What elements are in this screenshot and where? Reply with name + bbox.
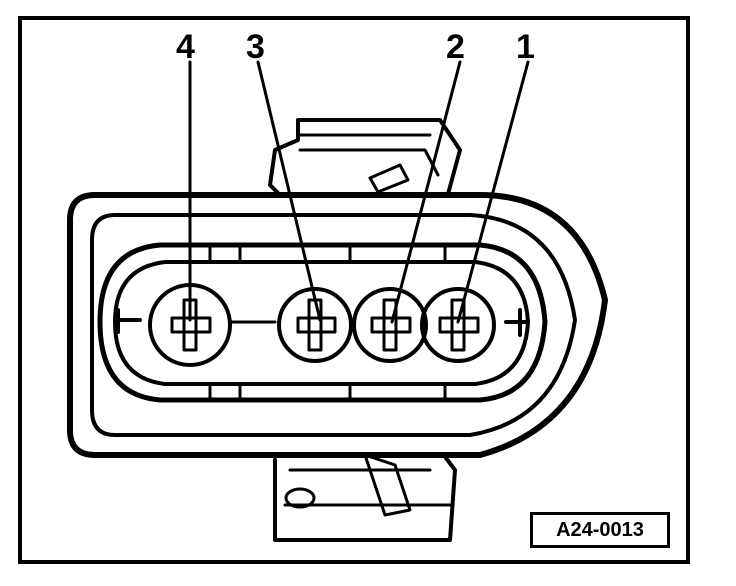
leader-line-3 xyxy=(256,60,322,322)
reference-code-box: A24-0013 xyxy=(530,512,670,548)
leader-line-1 xyxy=(456,60,530,324)
pin-cavity-1 xyxy=(420,287,496,363)
connector-housing-rim xyxy=(90,213,577,437)
pin-cavity-2 xyxy=(352,287,428,363)
pin-label-1: 1 xyxy=(516,28,535,66)
pin-label-4: 4 xyxy=(176,28,195,66)
pin-cavity-3 xyxy=(277,287,353,363)
seal-ring-outer xyxy=(97,242,548,403)
pin-label-2: 2 xyxy=(446,28,465,66)
pin-label-3: 3 xyxy=(246,28,265,66)
seal-ring-inner xyxy=(113,260,530,386)
leader-line-2 xyxy=(390,60,462,324)
reference-code: A24-0013 xyxy=(556,518,644,541)
bottom-latch xyxy=(273,448,457,542)
